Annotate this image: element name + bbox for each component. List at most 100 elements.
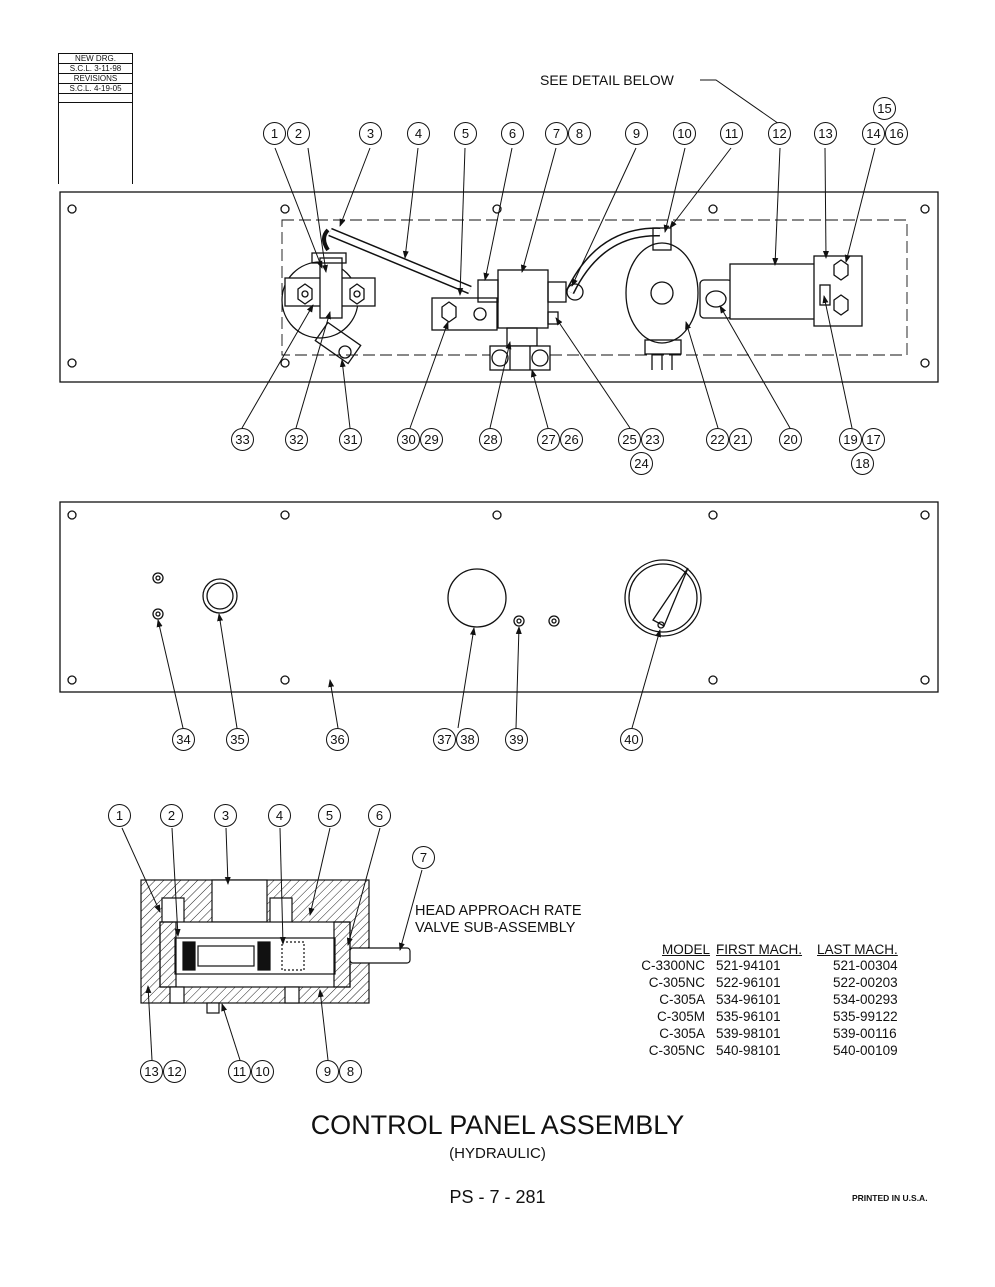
table-header-row: MODEL FIRST MACH. LAST MACH. xyxy=(636,942,901,957)
table-cell: 535-99122 xyxy=(833,1009,898,1024)
rear-panel-plate xyxy=(59,191,939,383)
callout: 16 xyxy=(885,122,908,145)
page-title: CONTROL PANEL ASSEMBLY xyxy=(310,1110,685,1140)
callout: 40 xyxy=(620,728,643,751)
callout: 33 xyxy=(231,428,254,451)
revision-line: S.C.L. 3-11-98 xyxy=(59,64,132,74)
table-row: C-305NC 522-96101 522-00203 xyxy=(636,974,901,991)
callout: 32 xyxy=(285,428,308,451)
page-subtitle: (HYDRAULIC) xyxy=(449,1145,546,1162)
table-cell: 539-98101 xyxy=(716,1026,781,1041)
push-button xyxy=(447,568,507,628)
callout: 13 xyxy=(814,122,837,145)
callout: 38 xyxy=(456,728,479,751)
callout: 17 xyxy=(862,428,885,451)
callout: 37 xyxy=(433,728,456,751)
table-header: MODEL xyxy=(662,942,711,957)
table-cell: C-305NC xyxy=(648,975,706,990)
callout: 5 xyxy=(454,122,477,145)
table-cell: 534-00293 xyxy=(833,992,898,1007)
callout: 11 xyxy=(720,122,743,145)
front-panel-view xyxy=(59,501,939,693)
table-cell: C-305M xyxy=(657,1009,706,1024)
callout: 19 xyxy=(839,428,862,451)
callout: 20 xyxy=(779,428,802,451)
callout: 10 xyxy=(251,1060,274,1083)
revision-block: NEW DRG. S.C.L. 3-11-98 REVISIONS S.C.L.… xyxy=(58,53,133,184)
callout: 3 xyxy=(359,122,382,145)
selector-knob xyxy=(202,578,238,614)
detail-section xyxy=(140,879,411,1014)
pressure-gauge xyxy=(624,559,702,637)
callout: 8 xyxy=(339,1060,362,1083)
callout: 9 xyxy=(625,122,648,145)
callout: 24 xyxy=(630,452,653,475)
flow-valve-body xyxy=(497,269,549,329)
revision-blank xyxy=(59,94,132,103)
callout: 6 xyxy=(501,122,524,145)
table-cell: 521-94101 xyxy=(716,958,781,973)
table-cell: 539-00116 xyxy=(833,1026,897,1041)
table-header: LAST MACH. xyxy=(817,942,898,957)
pressure-switch-body xyxy=(729,263,819,320)
table-cell: C-305A xyxy=(659,1026,706,1041)
callout: 31 xyxy=(339,428,362,451)
table-cell: C-305NC xyxy=(648,1043,706,1058)
right-bracket xyxy=(813,255,863,327)
table-cell: 522-96101 xyxy=(716,975,781,990)
revision-line: REVISIONS xyxy=(59,74,132,84)
callout: 10 xyxy=(673,122,696,145)
table-header: FIRST MACH. xyxy=(716,942,803,957)
callout: 30 xyxy=(397,428,420,451)
table-cell: 521-00304 xyxy=(833,958,898,973)
rear-panel-outline-dashed xyxy=(281,219,908,356)
table-row: C-305A 539-98101 539-00116 xyxy=(636,1025,901,1042)
callout: 2 xyxy=(287,122,310,145)
callout: 21 xyxy=(729,428,752,451)
table-cell: 522-00203 xyxy=(833,975,898,990)
table-row: C-3300NC 521-94101 521-00304 xyxy=(636,957,901,974)
callout: 28 xyxy=(479,428,502,451)
rear-panel-view xyxy=(59,191,939,383)
callout: 27 xyxy=(537,428,560,451)
callout: 6 xyxy=(368,804,391,827)
callout: 3 xyxy=(214,804,237,827)
callout: 7 xyxy=(545,122,568,145)
model-serial-table: MODEL FIRST MACH. LAST MACH. C-3300NC 521… xyxy=(636,942,901,1059)
callout: 4 xyxy=(268,804,291,827)
callout: 39 xyxy=(505,728,528,751)
callout: 15 xyxy=(873,97,896,120)
table-cell: 535-96101 xyxy=(716,1009,781,1024)
callout: 29 xyxy=(420,428,443,451)
callout: 1 xyxy=(108,804,131,827)
printed-label: PRINTED IN U.S.A. xyxy=(852,1193,928,1203)
front-panel-plate xyxy=(59,501,939,693)
detail-caption-line2: VALVE SUB-ASSEMBLY xyxy=(415,920,576,936)
callout: 14 xyxy=(862,122,885,145)
callout: 2 xyxy=(160,804,183,827)
callout: 36 xyxy=(326,728,349,751)
callout: 4 xyxy=(407,122,430,145)
table-cell: 534-96101 xyxy=(716,992,781,1007)
callout: 5 xyxy=(318,804,341,827)
callout: 9 xyxy=(316,1060,339,1083)
callout: 22 xyxy=(706,428,729,451)
callout: 25 xyxy=(618,428,641,451)
callout: 23 xyxy=(641,428,664,451)
see-detail-label: SEE DETAIL BELOW xyxy=(540,72,674,88)
table-cell: C-3300NC xyxy=(641,958,706,973)
table-row: C-305NC 540-98101 540-00109 xyxy=(636,1042,901,1059)
callout: 11 xyxy=(228,1060,251,1083)
callout: 26 xyxy=(560,428,583,451)
detail-caption-line1: HEAD APPROACH RATE xyxy=(415,903,582,919)
callout: 34 xyxy=(172,728,195,751)
table-cell: 540-00109 xyxy=(833,1043,898,1058)
callout: 12 xyxy=(163,1060,186,1083)
callout: 1 xyxy=(263,122,286,145)
table-cell: 540-98101 xyxy=(716,1043,781,1058)
callout: 8 xyxy=(568,122,591,145)
solenoid-valve xyxy=(625,242,699,344)
table-row: C-305M 535-96101 535-99122 xyxy=(636,1008,901,1025)
